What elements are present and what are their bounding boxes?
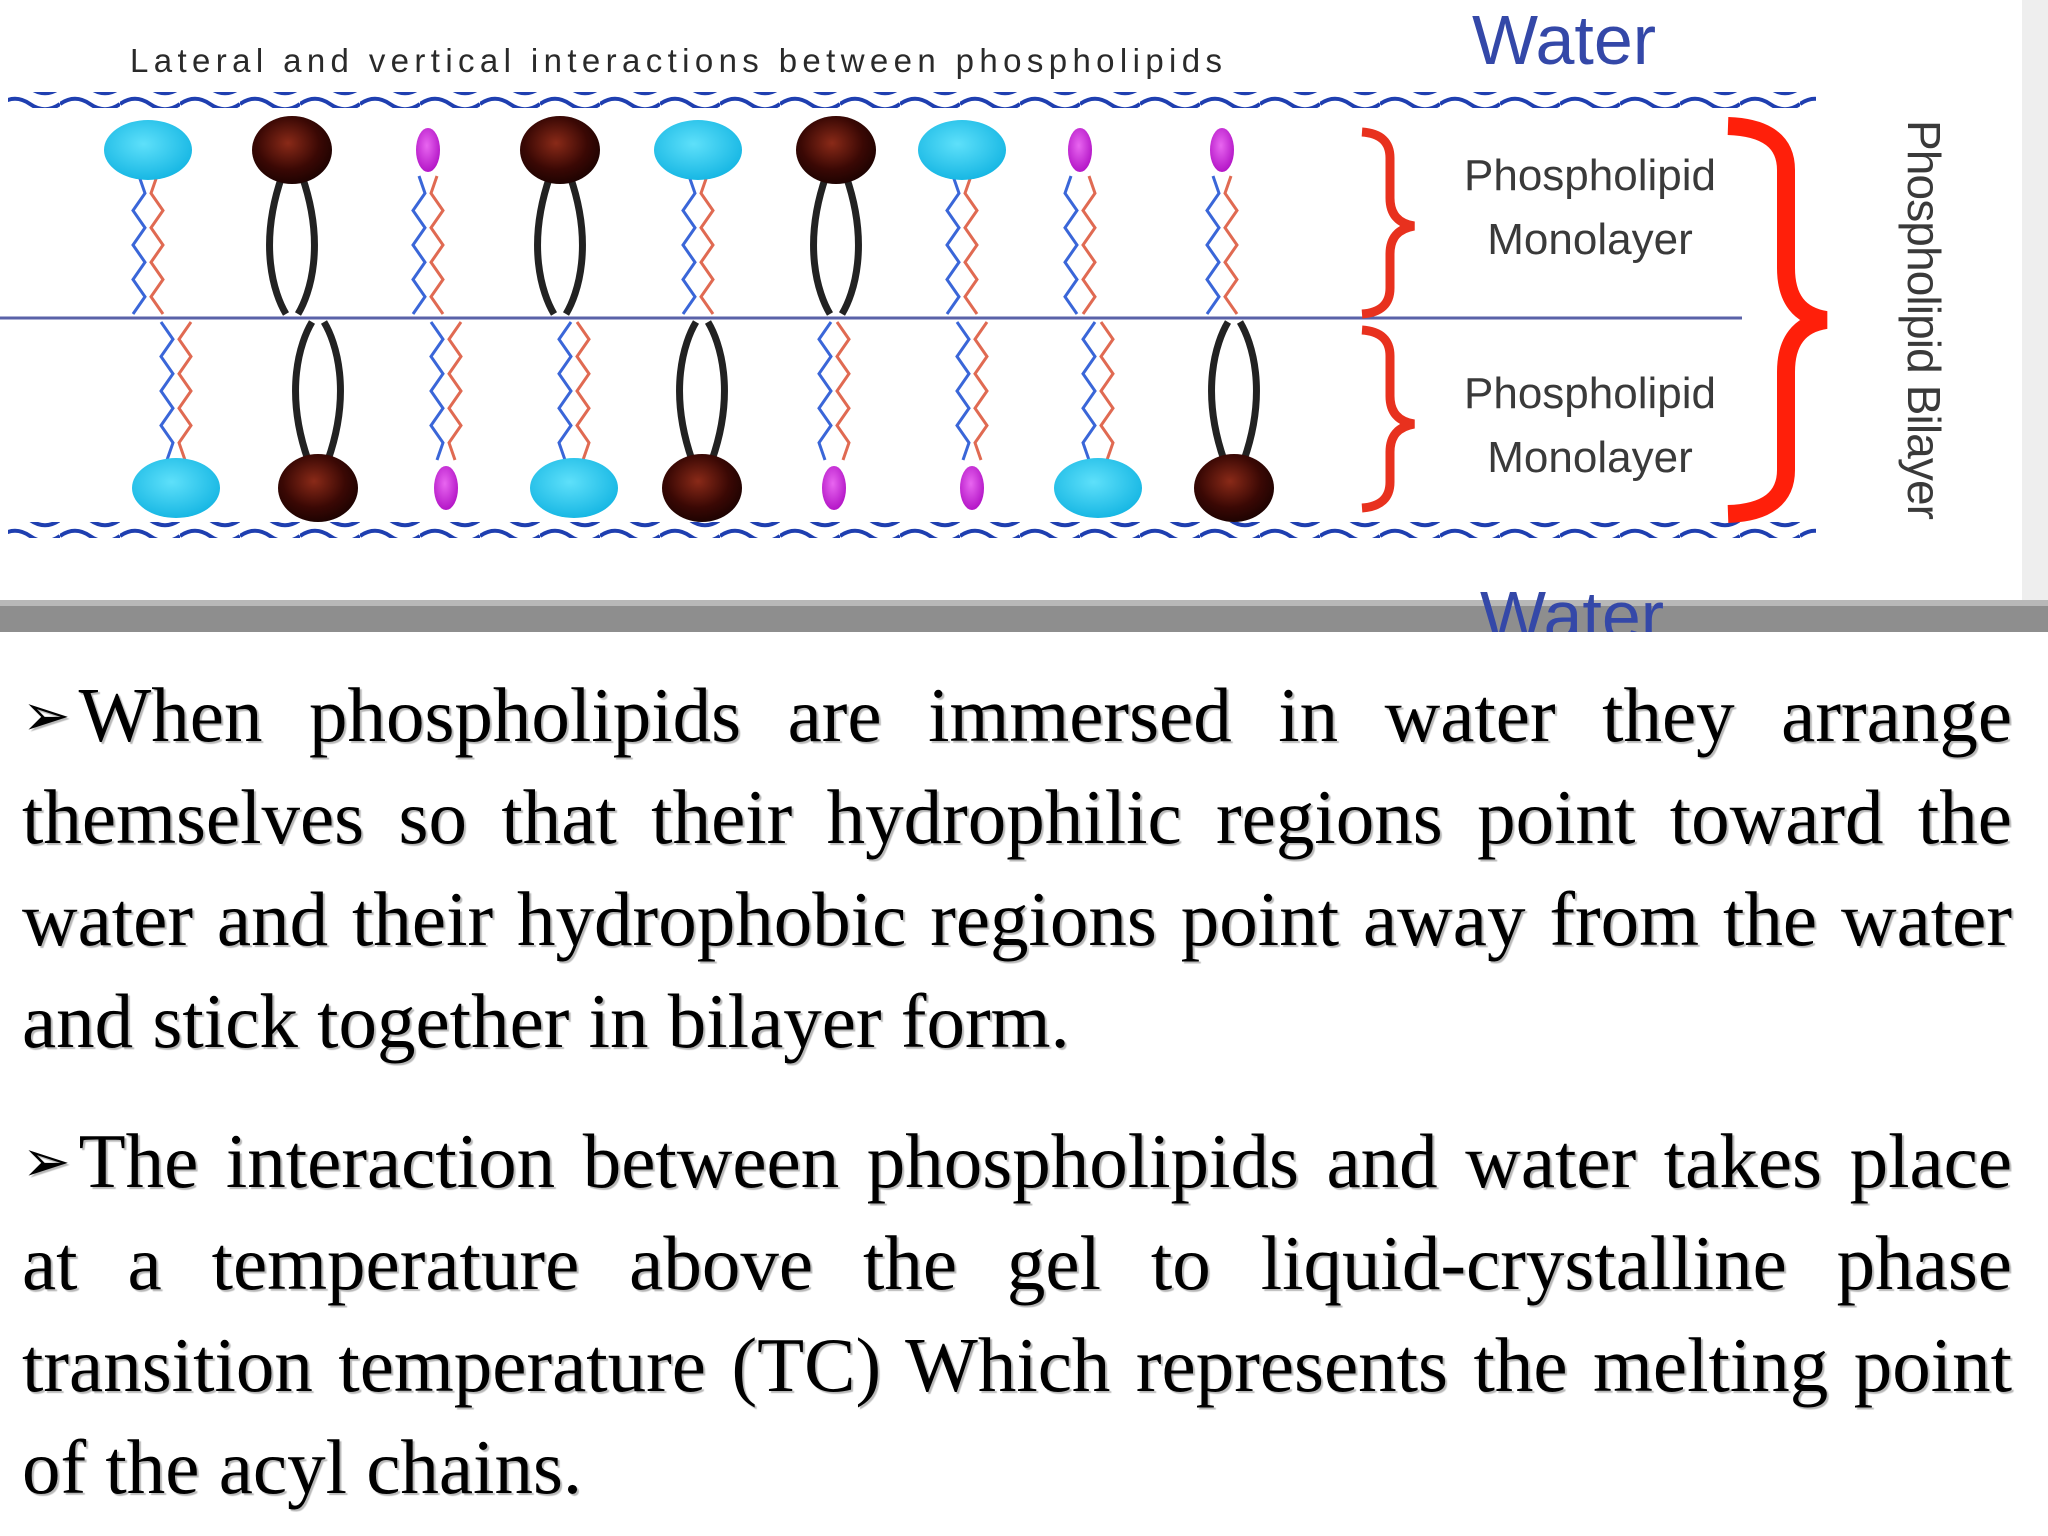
phospholipid-bilayer-diagram: Lateral and vertical interactions betwee… [0, 0, 2048, 632]
bilayer-label: Phospholipid Bilayer [1898, 120, 1950, 520]
phospholipid-head [416, 128, 440, 172]
monolayer-bottom-label-line2: Monolayer [1487, 433, 1692, 482]
acyl-chain [1081, 175, 1097, 315]
acyl-chain [704, 320, 728, 462]
acyl-chain [681, 175, 697, 315]
phospholipid-molecules [104, 116, 1274, 522]
monolayer-bottom-brace [1361, 325, 1415, 513]
acyl-chain [1236, 320, 1260, 462]
acyl-chain [810, 174, 834, 316]
acyl-chain [1223, 175, 1239, 315]
phospholipid-head [1194, 454, 1274, 522]
phospholipid-head [278, 454, 358, 522]
acyl-chain [1208, 320, 1232, 462]
phospholipid-head [918, 120, 1006, 180]
phospholipid-head [1068, 128, 1092, 172]
acyl-chain [320, 320, 344, 462]
phospholipid-head [252, 116, 332, 184]
acyl-chain [447, 321, 463, 461]
diagram-caption: Lateral and vertical interactions betwee… [130, 42, 1222, 79]
arrow-bullet-icon: ➢ [22, 1127, 71, 1195]
acyl-chain [292, 320, 316, 462]
phospholipid-head [1054, 458, 1142, 518]
water-top-label: Water [1472, 1, 1656, 79]
acyl-chain [159, 321, 175, 461]
phospholipid-head [662, 454, 742, 522]
acyl-chain [699, 175, 715, 315]
acyl-chain [838, 174, 862, 316]
phospholipid-head [822, 466, 846, 510]
acyl-chain [557, 321, 573, 461]
monolayer-top-label-line1: Phospholipid [1464, 151, 1716, 200]
phospholipid-head [434, 466, 458, 510]
water-bottom-label: Water [1480, 577, 1664, 632]
phospholipid-head [530, 458, 618, 518]
paragraph-2-text: The interaction between phospholipids an… [22, 1118, 2012, 1510]
monolayer-top-label-line2: Monolayer [1487, 215, 1692, 264]
phospholipid-head [654, 120, 742, 180]
phospholipid-head [1210, 128, 1234, 172]
acyl-chain [1081, 321, 1097, 461]
acyl-chain [534, 174, 558, 316]
acyl-chain [177, 321, 193, 461]
bilayer-brace [1727, 117, 1828, 523]
acyl-chain [429, 175, 445, 315]
acyl-chain [963, 175, 979, 315]
phospholipid-head [104, 120, 192, 180]
acyl-chain [411, 175, 427, 315]
acyl-chain [817, 321, 833, 461]
phospholipid-head [960, 466, 984, 510]
acyl-chain [131, 175, 147, 315]
acyl-chain [973, 321, 989, 461]
paragraph-1-text: When phospholipids are immersed in water… [22, 672, 2012, 1064]
phospholipid-head [132, 458, 220, 518]
acyl-chain [1063, 175, 1079, 315]
acyl-chain [266, 174, 290, 316]
phospholipid-head [520, 116, 600, 184]
water-line-top [8, 92, 1816, 108]
acyl-chain [562, 174, 586, 316]
acyl-chain [945, 175, 961, 315]
slide-edge-band [0, 604, 2048, 632]
acyl-chain [294, 174, 318, 316]
arrow-bullet-icon: ➢ [22, 681, 71, 749]
acyl-chain [575, 321, 591, 461]
monolayer-bottom-label-line1: Phospholipid [1464, 369, 1716, 418]
acyl-chain [676, 320, 700, 462]
acyl-chain [149, 175, 165, 315]
monolayer-top-brace [1361, 127, 1415, 319]
acyl-chain [835, 321, 851, 461]
acyl-chain [955, 321, 971, 461]
bullet-paragraph-2: ➢The interaction between phospholipids a… [22, 1110, 2012, 1518]
acyl-chain [1099, 321, 1115, 461]
phospholipid-head [796, 116, 876, 184]
acyl-chain [1205, 175, 1221, 315]
bullet-paragraph-1: ➢When phospholipids are immersed in wate… [22, 664, 2012, 1072]
water-line-bottom [8, 522, 1816, 538]
acyl-chain [429, 321, 445, 461]
